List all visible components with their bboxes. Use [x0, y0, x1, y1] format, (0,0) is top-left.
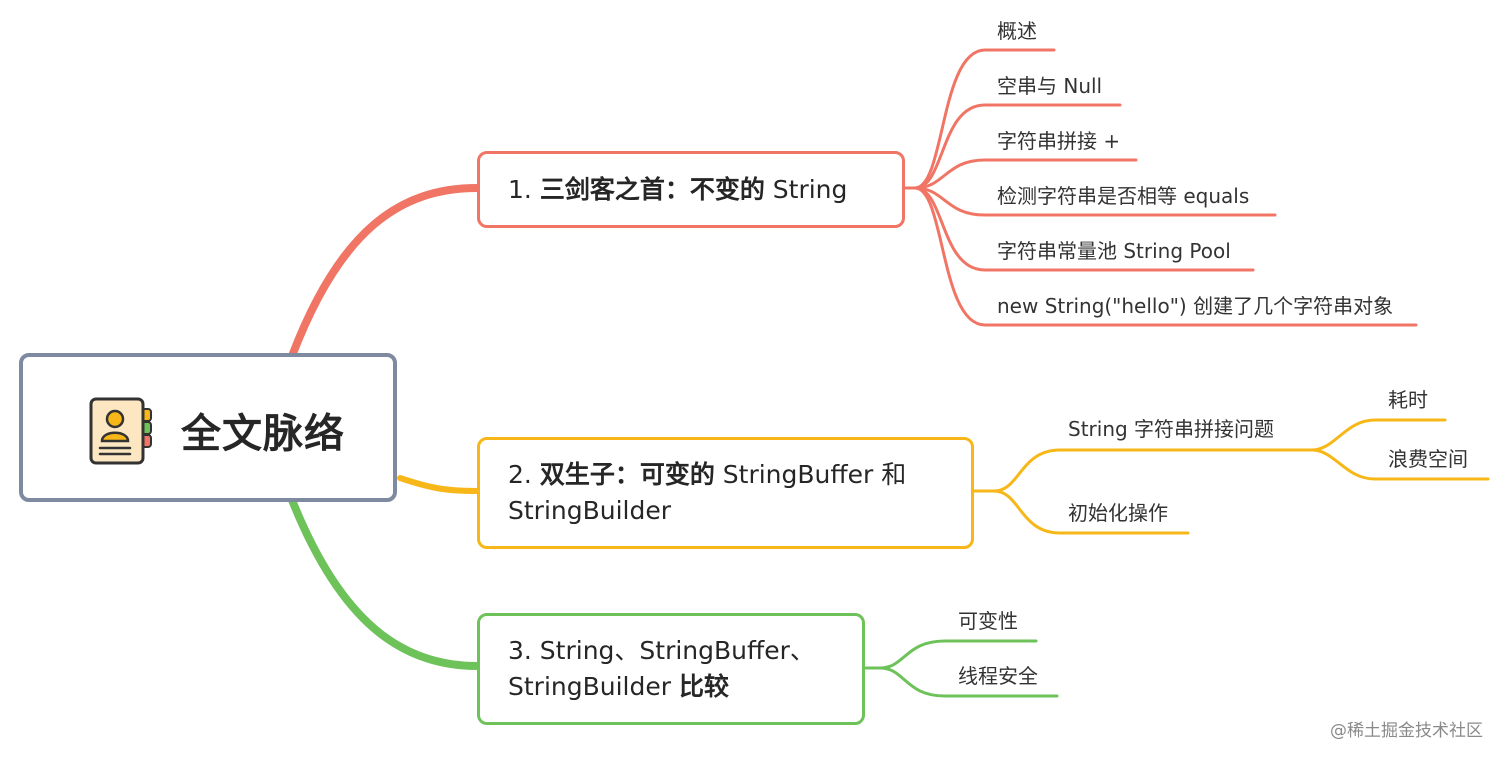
leaf-b2-1-1[interactable]: 耗时: [1388, 388, 1428, 412]
profile-card-icon: [89, 397, 152, 465]
connector-b1-child6: [913, 186, 1418, 327]
connector-root-branch2: [397, 475, 480, 494]
root-node[interactable]: 全文脉络: [19, 353, 397, 502]
branch-1-label: 1. 三剑客之首：不变的 String: [508, 174, 848, 204]
connector-b2-grandchild2: [1310, 448, 1490, 481]
watermark: @稀土掘金技术社区: [1330, 721, 1483, 741]
connector-b1-child2: [913, 103, 1122, 190]
branch-node-2[interactable]: 2. 双生子：可变的 StringBuffer 和 StringBuilder: [477, 437, 974, 549]
leaf-b1-6[interactable]: new String("hello") 创建了几个字符串对象: [997, 294, 1394, 318]
connector-b2-child2: [992, 489, 1190, 535]
leaf-b1-2[interactable]: 空串与 Null: [997, 74, 1103, 98]
connector-b1-child3: [913, 158, 1138, 190]
leaf-b1-1[interactable]: 概述: [997, 19, 1037, 43]
leaf-b3-2[interactable]: 线程安全: [958, 664, 1038, 688]
branch-node-1[interactable]: 1. 三剑客之首：不变的 String: [477, 151, 905, 228]
connector-b2-grandchild1: [1310, 418, 1447, 452]
leaf-b1-3[interactable]: 字符串拼接 +: [997, 129, 1121, 153]
branch-3-label: 3. String、StringBuffer、StringBuilder 比较: [508, 636, 815, 701]
connector-b2-child1: [972, 448, 1314, 493]
root-title: 全文脉络: [181, 411, 345, 457]
leaf-b1-5[interactable]: 字符串常量池 String Pool: [997, 239, 1231, 263]
branch-node-3[interactable]: 3. String、StringBuffer、StringBuilder 比较: [477, 613, 865, 725]
branch-2-label: 2. 双生子：可变的 StringBuffer 和 StringBuilder: [508, 460, 907, 525]
connector-root-branch3: [288, 496, 481, 670]
leaf-b2-1-2[interactable]: 浪费空间: [1388, 447, 1468, 471]
leaf-b2-2[interactable]: 初始化操作: [1068, 501, 1168, 525]
leaf-b3-1[interactable]: 可变性: [958, 609, 1018, 633]
connector-b1-child4: [913, 186, 1277, 217]
connector-b1-child1: [903, 48, 1056, 190]
leaf-b2-1[interactable]: String 字符串拼接问题: [1068, 417, 1275, 441]
leaf-b1-4[interactable]: 检测字符串是否相等 equals: [997, 184, 1250, 208]
connector-b3-child2: [878, 666, 1059, 698]
connector-root-branch1: [288, 184, 481, 360]
